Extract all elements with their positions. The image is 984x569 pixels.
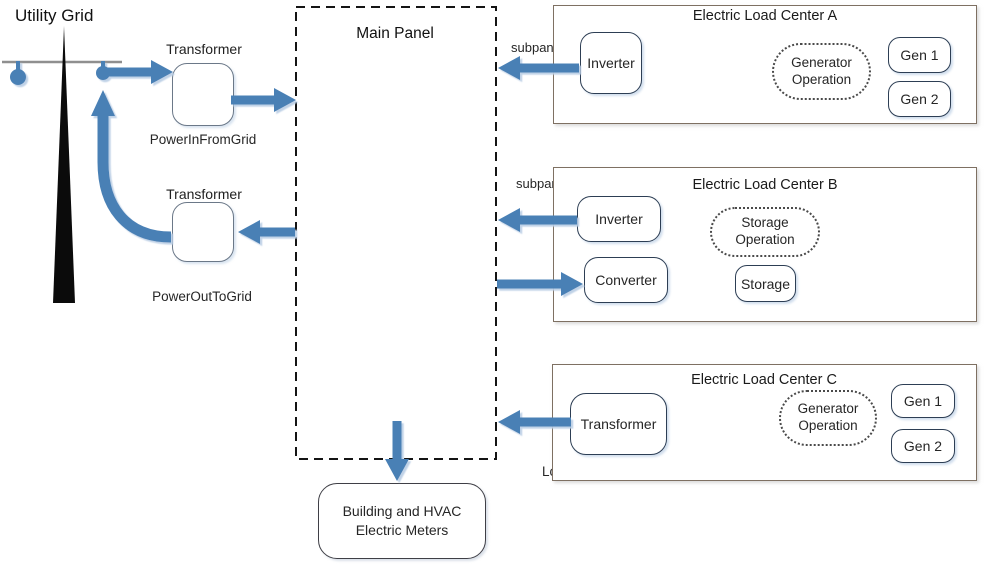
generator-operation-a-text: Generator Operation xyxy=(791,54,852,87)
gen2-c-box: Gen 2 xyxy=(891,429,955,463)
insulator-left xyxy=(10,61,26,85)
load-center-c-title: Electric Load Center C xyxy=(691,372,837,388)
inverter-a-box: Inverter xyxy=(580,32,642,94)
main-panel xyxy=(295,6,497,460)
curved-arrow-to-grid-head xyxy=(91,90,115,116)
transformer-in-shape xyxy=(172,63,234,126)
gen1-a-box: Gen 1 xyxy=(888,37,951,73)
inverter-b-box: Inverter xyxy=(577,196,661,242)
transformer-in-label: Transformer xyxy=(166,41,242,57)
arrow-grid-to-transformer-in xyxy=(103,60,173,84)
main-panel-title: Main Panel xyxy=(356,25,434,42)
arrow-panel-to-transformer-out xyxy=(238,220,295,244)
generator-operation-a: Generator Operation xyxy=(772,43,871,100)
load-center-b-title: Electric Load Center B xyxy=(692,177,838,193)
arrow-panel-to-meters xyxy=(385,421,409,481)
storage-operation-b-text: Storage Operation xyxy=(735,215,795,247)
transformer-c-box: Transformer xyxy=(570,393,667,455)
gen1-c-box: Gen 1 xyxy=(891,384,955,418)
arrow-transformer-in-to-panel xyxy=(231,88,296,112)
transformer-out-label: Transformer xyxy=(166,186,242,202)
generator-operation-c: Generator Operation xyxy=(779,390,877,446)
storage-b-box: Storage xyxy=(735,265,796,302)
load-center-a-title: Electric Load Center A xyxy=(692,8,838,24)
transformer-out-shape xyxy=(172,202,234,262)
power-in-from-grid-label: PowerInFromGrid xyxy=(149,132,257,147)
power-out-to-grid-label: PowerOutToGrid xyxy=(152,289,252,304)
building-meters-text: Building and HVAC Electric Meters xyxy=(342,503,462,538)
insulator-right xyxy=(96,61,110,80)
utility-grid-label: Utility Grid xyxy=(15,6,94,25)
utility-pole xyxy=(53,26,75,303)
generator-operation-c-text: Generator Operation xyxy=(797,401,859,433)
building-meters-box: Building and HVAC Electric Meters xyxy=(318,483,486,559)
subpanel-a-label: subpanel xyxy=(511,40,564,55)
gen2-a-box: Gen 2 xyxy=(888,81,951,117)
converter-b-box: Converter xyxy=(584,257,668,303)
storage-operation-b: Storage Operation xyxy=(710,207,820,257)
